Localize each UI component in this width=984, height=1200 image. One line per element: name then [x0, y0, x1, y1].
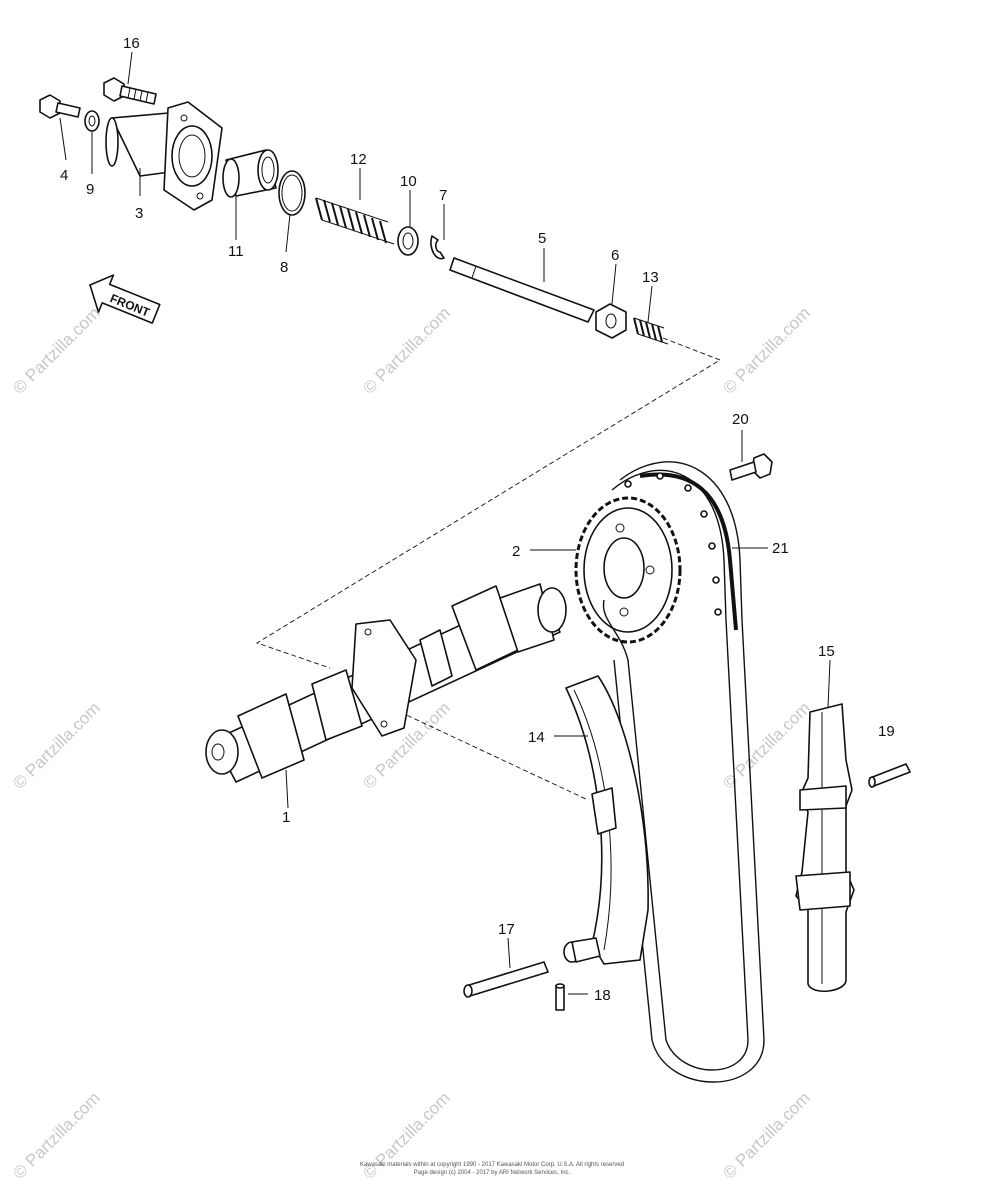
- callout-8: 8: [280, 259, 288, 276]
- bolt-16-icon: [103, 77, 157, 105]
- watermark: © Partzilla.com: [359, 303, 453, 397]
- callout-5: 5: [538, 230, 546, 247]
- washer-9-icon: [84, 110, 100, 132]
- callout-21: 21: [772, 540, 789, 557]
- bolt-20-icon: [729, 453, 773, 481]
- callout-2: 2: [512, 543, 520, 560]
- damper-15-icon: [795, 703, 855, 992]
- callout-13: 13: [642, 269, 659, 286]
- callout-12: 12: [350, 151, 367, 168]
- callouts: 1 2 3 4 5 6 7 8 9 10 11 12 13 14 15 16 1…: [60, 35, 895, 1004]
- sleeve-11-icon: [222, 149, 279, 198]
- callout-19: 19: [878, 723, 895, 740]
- callout-10: 10: [400, 173, 417, 190]
- copyright-line-2: Page design (c) 2004 - 2017 by ARI Netwo…: [414, 1170, 571, 1176]
- o-ring-8-icon: [278, 170, 306, 216]
- callout-20: 20: [732, 411, 749, 428]
- assembly-guide-lines: [255, 337, 722, 801]
- watermark: © Partzilla.com: [359, 1088, 453, 1182]
- callout-18: 18: [594, 987, 611, 1004]
- callout-7: 7: [439, 187, 447, 204]
- washer-10-icon: [397, 226, 419, 256]
- pin-17-icon: [463, 961, 549, 998]
- watermark: © Partzilla.com: [9, 698, 103, 792]
- callout-11: 11: [228, 243, 244, 260]
- chain-21-icon: [602, 461, 765, 1083]
- chain-guide-14-icon: [563, 675, 649, 965]
- nut-6-icon: [595, 303, 627, 339]
- watermark: © Partzilla.com: [9, 1088, 103, 1182]
- copyright-line-1: Kawasaki materials within at copyright 1…: [360, 1162, 624, 1168]
- callout-6: 6: [611, 247, 619, 264]
- callout-3: 3: [135, 205, 143, 222]
- camshaft-1-icon: [205, 583, 567, 783]
- watermark: © Partzilla.com: [719, 698, 813, 792]
- pin-19-icon: [868, 763, 911, 788]
- callout-9: 9: [86, 181, 94, 198]
- watermark: © Partzilla.com: [719, 303, 813, 397]
- bolt-4-icon: [39, 94, 81, 119]
- callout-1: 1: [282, 809, 290, 826]
- leader-lines: [59, 51, 831, 995]
- watermark-layer: © Partzilla.com © Partzilla.com © Partzi…: [9, 303, 813, 1182]
- pin-18-icon: [555, 983, 565, 1011]
- spring-13-icon: [633, 317, 669, 345]
- sprocket-2-icon: [574, 496, 682, 644]
- callout-16: 16: [123, 35, 140, 52]
- callout-14: 14: [528, 729, 545, 746]
- callout-15: 15: [818, 643, 835, 660]
- watermark: © Partzilla.com: [719, 1088, 813, 1182]
- watermark: © Partzilla.com: [9, 303, 103, 397]
- callout-4: 4: [60, 167, 68, 184]
- spring-12-icon: [315, 197, 395, 245]
- clip-7-icon: [430, 235, 445, 260]
- rod-5-icon: [449, 257, 595, 323]
- callout-17: 17: [498, 921, 515, 938]
- tensioner-housing-3-icon: [105, 101, 223, 211]
